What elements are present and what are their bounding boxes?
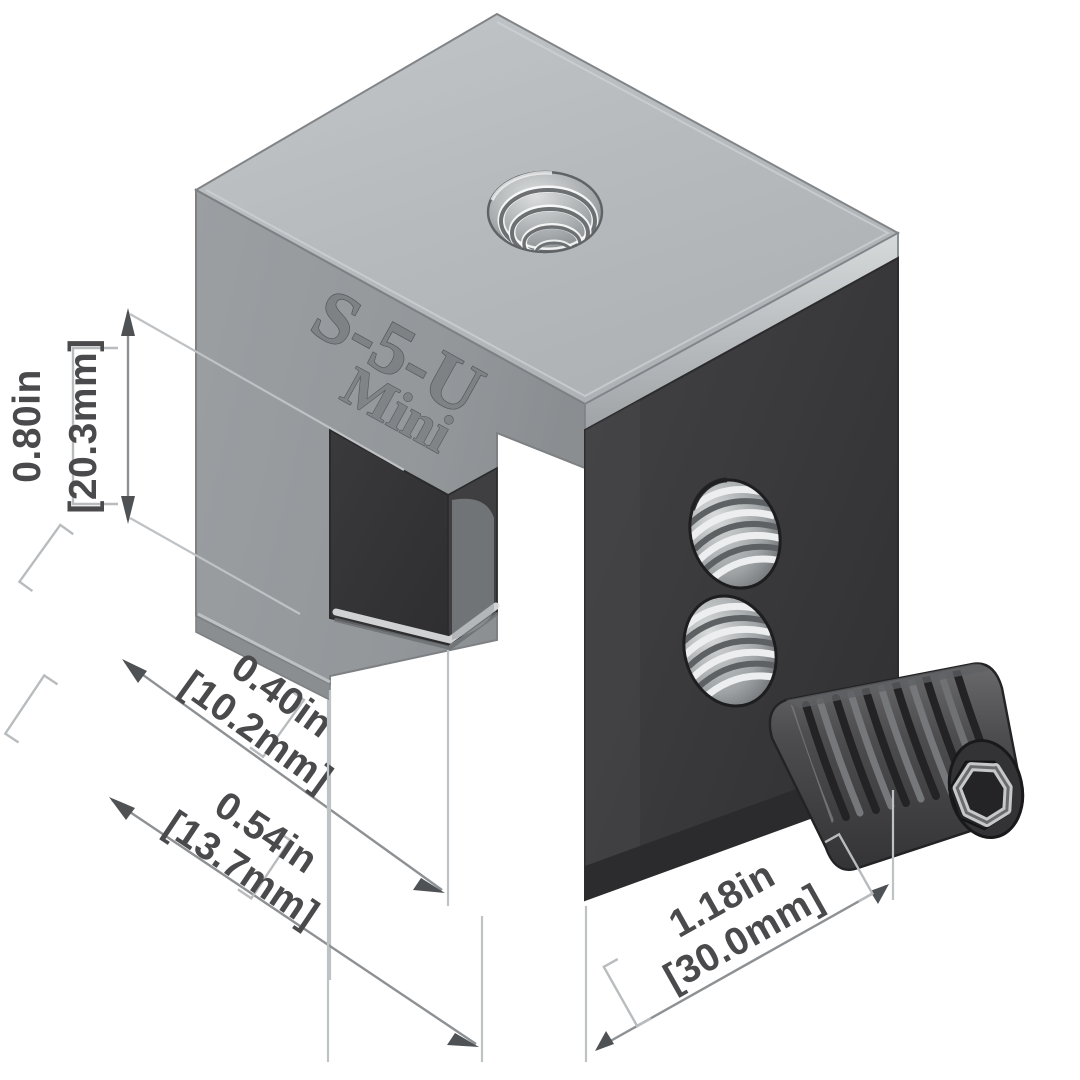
slot-depth-arrow-start [109, 797, 135, 820]
height-witness-line-bottom [129, 517, 301, 615]
u-slot-round-corner [452, 498, 494, 640]
slot-width-text-bracket [17, 523, 306, 759]
height-text-bracket [71, 346, 118, 506]
slot-width-arrow-end [413, 878, 445, 893]
threaded-hole-front-lower [677, 594, 783, 708]
slot-width-arrow-start [122, 659, 147, 683]
height-inch-value: 0.80in [6, 369, 49, 483]
setscrew [768, 662, 1025, 871]
threaded-hole-top [486, 170, 604, 254]
front-face-sheen [585, 400, 640, 900]
height-mm-value: [20.3mm] [62, 338, 105, 513]
height-witness-line-top [129, 313, 405, 471]
clamp-part: S-5-U Mini [193, 12, 901, 902]
slot-depth-text-bracket [3, 673, 292, 900]
slot-depth-dimension-line [111, 799, 477, 1045]
setscrew-shoulder [786, 663, 990, 708]
top-face-bevel [205, 21, 891, 398]
length-text-bracket [602, 832, 875, 1028]
height-arrow-bottom [121, 496, 135, 524]
slot-depth-arrow-end [447, 1033, 479, 1047]
threaded-hole-front-upper [682, 477, 787, 590]
slot-width-dimension-line [124, 661, 443, 891]
left-face-bottom-highlight [197, 612, 331, 684]
setscrew-drive-end [947, 738, 1025, 840]
length-arrow-right [870, 884, 889, 904]
length-arrow-left [595, 1031, 614, 1051]
dimension-overall-height: 0.80in [20.3mm] [6, 308, 405, 615]
height-arrow-top [121, 308, 135, 336]
